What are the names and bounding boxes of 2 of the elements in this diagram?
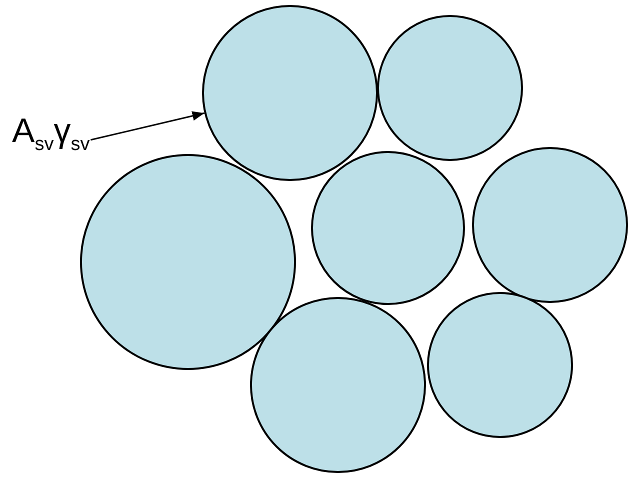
leader-arrow xyxy=(90,111,205,141)
surface-energy-label: A$_{sv}$γ$_{sv}$ xyxy=(12,112,90,156)
